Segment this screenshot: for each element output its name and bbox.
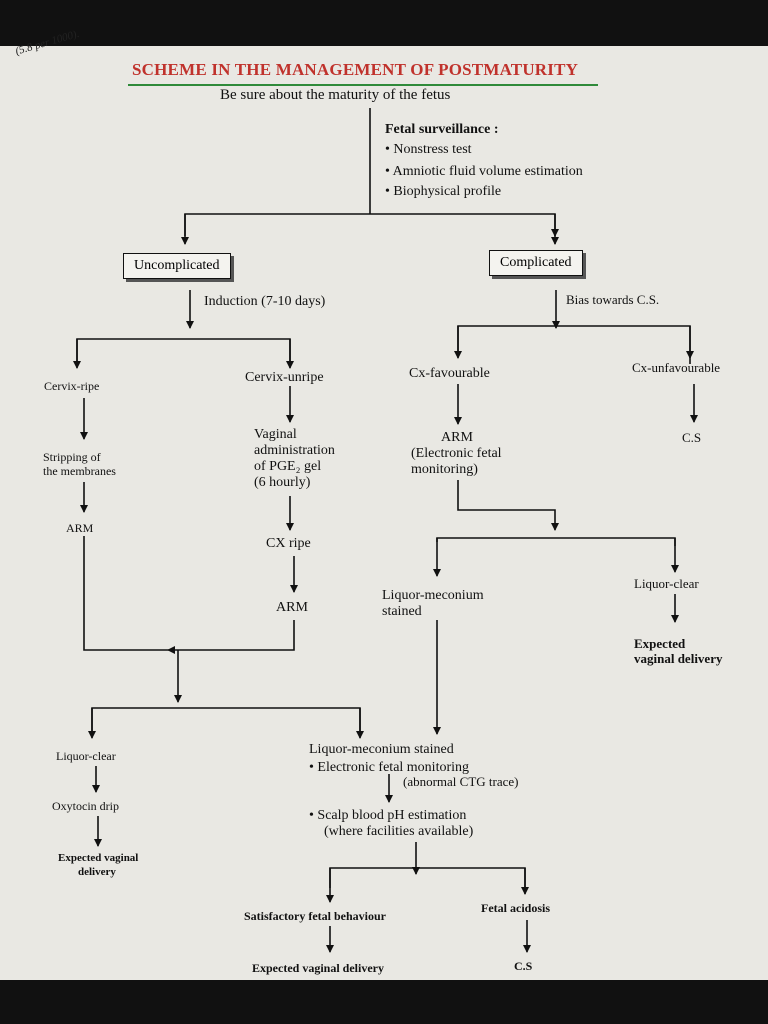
- vaginal-line-2: administration: [254, 443, 335, 458]
- expected-left-1: Expected vaginal: [58, 852, 139, 864]
- title-underline: [128, 84, 598, 86]
- merge-right-arm: [167, 620, 295, 654]
- arm-right-1: ARM: [441, 430, 473, 445]
- cx-favourable-label: Cx-favourable: [409, 366, 490, 381]
- meconium-right-1: Liquor-meconium: [382, 588, 484, 603]
- induction-label: Induction (7-10 days): [204, 294, 326, 309]
- facilities-note: (where facilities available): [324, 824, 474, 839]
- expected-right-2: vaginal delivery: [634, 651, 723, 666]
- expected-left-2: delivery: [78, 866, 116, 878]
- vaginal-line-4: (6 hourly): [254, 475, 311, 490]
- cx-unfavourable-label: Cx-unfavourable: [632, 360, 721, 375]
- expected-vaginal-bottom: Expected vaginal delivery: [252, 961, 384, 975]
- arm-right-3: monitoring): [411, 462, 478, 477]
- cervix-unripe-label: Cervix-unripe: [245, 370, 324, 385]
- uncomplicated-box: Uncomplicated: [123, 253, 231, 279]
- complicated-box: Complicated: [489, 250, 583, 276]
- surveillance-item-2: • Amniotic fluid volume estimation: [385, 164, 583, 179]
- vaginal-line-1: Vaginal: [254, 427, 297, 442]
- surveillance-heading: Fetal surveillance :: [385, 122, 499, 137]
- satisfactory-fetal: Satisfactory fetal behaviour: [244, 909, 386, 923]
- expected-right-1: Expected: [634, 636, 686, 651]
- maturity-text: Be sure about the maturity of the fetus: [220, 87, 451, 103]
- split-uncomplicated: [76, 338, 291, 362]
- bias-label: Bias towards C.S.: [566, 292, 660, 307]
- cs-right: C.S: [682, 430, 702, 445]
- arm-left: ARM: [66, 521, 94, 535]
- vaginal-line-3: of PGE₂ gel: [254, 459, 322, 474]
- surveillance-item-3: • Biophysical profile: [385, 184, 502, 199]
- surveillance-item-1: • Nonstress test: [385, 142, 472, 157]
- split-final: [329, 867, 526, 888]
- split-bottom: [91, 707, 361, 732]
- fetal-acidosis: Fetal acidosis: [481, 901, 550, 915]
- cervix-ripe-label: Cervix-ripe: [44, 379, 100, 393]
- split-liquor: [436, 537, 676, 546]
- arm-middle: ARM: [276, 600, 308, 615]
- liquor-clear-right: Liquor-clear: [634, 576, 699, 591]
- diagram-title: SCHEME IN THE MANAGEMENT OF POSTMATURITY: [132, 60, 579, 79]
- cs-bottom: C.S: [514, 959, 533, 973]
- stripping-text-2: the membranes: [43, 464, 116, 478]
- arm-to-split: [457, 480, 559, 531]
- merge-left-arm: [83, 536, 168, 651]
- flowchart-connectors: [73, 108, 698, 953]
- ctg-note: (abnormal CTG trace): [403, 774, 519, 789]
- scalp-bullet: • Scalp blood pH estimation: [309, 808, 467, 823]
- efm-bullet: • Electronic fetal monitoring: [309, 760, 470, 775]
- textbook-page: (5.8 per 1000). SCHEME IN THE MANAGEMENT…: [0, 28, 768, 980]
- meconium-bottom: Liquor-meconium stained: [309, 742, 454, 757]
- liquor-clear-left: Liquor-clear: [56, 749, 116, 763]
- split-complicated: [457, 325, 691, 364]
- split-line-top: [184, 213, 559, 237]
- oxytocin-drip: Oxytocin drip: [52, 799, 119, 813]
- meconium-right-2: stained: [382, 604, 422, 619]
- stripping-text-1: Stripping of: [43, 450, 101, 464]
- cx-ripe-label: CX ripe: [266, 536, 311, 551]
- arm-right-2: (Electronic fetal: [411, 446, 502, 461]
